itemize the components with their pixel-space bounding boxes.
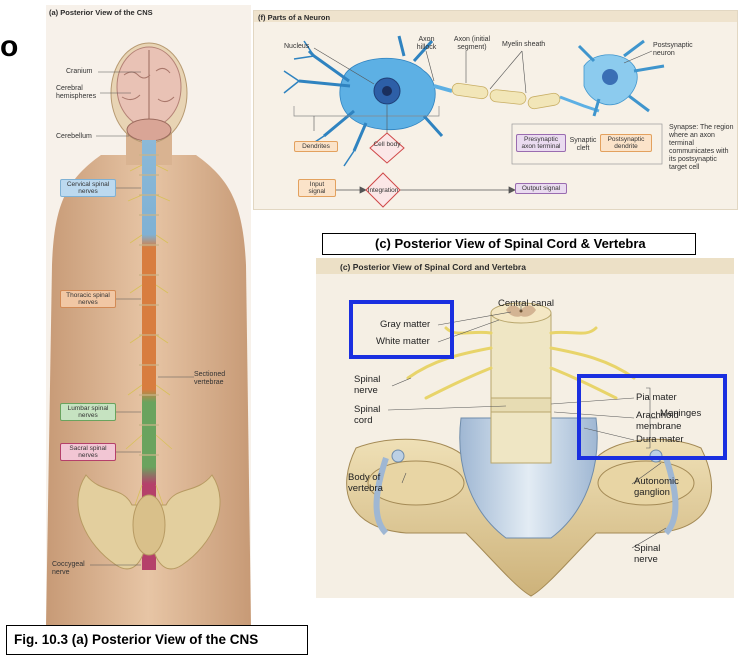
label-autonomic-ganglion: Autonomic ganglion	[634, 476, 679, 498]
label-cell-body: Cell body	[373, 141, 401, 148]
label-input-signal: Input signal	[298, 179, 336, 197]
label-synaptic-cleft: Synaptic cleft	[569, 137, 597, 152]
neuron-illustration	[283, 35, 665, 208]
label-presynaptic-terminal: Presynaptic axon terminal	[516, 134, 566, 152]
highlight-box-gray-white-matter	[349, 300, 454, 359]
panel-a-leaders	[90, 71, 194, 566]
body-illustration	[46, 42, 251, 627]
label-spinal-nerve-lower: Spinal nerve	[634, 543, 661, 565]
label-postsynaptic-dendrite: Postsynaptic dendrite	[600, 134, 652, 152]
panel-c: (c) Posterior View of Spinal Cord and Ve…	[316, 258, 734, 598]
label-dura-mater: Dura mater	[636, 434, 684, 445]
label-pia-mater: Pia mater	[636, 392, 677, 403]
label-spinal-nerve: Spinal nerve	[354, 374, 381, 396]
banner-spinal-cord: (c) Posterior View of Spinal Cord & Vert…	[322, 233, 696, 255]
label-postsynaptic-neuron: Postsynaptic neuron	[653, 42, 693, 57]
label-dendrites: Dendrites	[294, 141, 338, 152]
highlight-box-meninges	[577, 374, 727, 460]
label-cerebral-hemispheres: Cerebral hemispheres	[56, 85, 97, 100]
panel-f-title: (f) Parts of a Neuron	[258, 13, 331, 22]
spinal-cord-illustration	[346, 302, 712, 597]
label-synapse-description: Synapse: The region where an axon termin…	[669, 124, 734, 171]
label-coccygeal-nerve: Coccygeal nerve	[52, 561, 85, 576]
label-lumbar-nerves: Lumbar spinal nerves	[60, 403, 116, 421]
label-output-signal: Output signal	[515, 183, 567, 194]
label-integration: Integration	[367, 187, 399, 194]
panel-c-title: (c) Posterior View of Spinal Cord and Ve…	[340, 262, 526, 272]
label-axon-initial: Axon (initial segment)	[453, 36, 491, 51]
label-sacral-nerves: Sacral spinal nerves	[60, 443, 116, 461]
label-body-of-vertebra: Body of vertebra	[348, 472, 383, 494]
label-arachnoid-membrane: Arachnoid membrane	[636, 410, 682, 432]
figure-caption: Fig. 10.3 (a) Posterior View of the CNS	[6, 625, 308, 655]
label-gray-matter: Gray matter	[380, 319, 431, 330]
label-meninges: Meninges	[660, 408, 702, 419]
label-thoracic-nerves: Thoracic spinal nerves	[60, 290, 116, 308]
panel-a: (a) Posterior View of the CNS Cranium Ce…	[46, 5, 251, 627]
label-sectioned-vertebrae: Sectioned vertebrae	[194, 371, 226, 386]
panel-f-title-bar	[254, 11, 737, 22]
slide-letter: o	[0, 30, 19, 63]
panel-c-title-bar	[316, 258, 734, 274]
label-cervical-nerves: Cervical spinal nerves	[60, 179, 116, 197]
panel-a-title: (a) Posterior View of the CNS	[49, 8, 153, 17]
label-cerebellum: Cerebellum	[56, 133, 92, 140]
panel-f: (f) Parts of a Neuron	[253, 10, 738, 210]
label-central-canal: Central canal	[498, 298, 554, 309]
label-myelin-sheath: Myelin sheath	[502, 41, 546, 48]
label-cranium: Cranium	[66, 68, 93, 75]
label-white-matter: White matter	[376, 336, 430, 347]
label-spinal-cord: Spinal cord	[354, 404, 381, 426]
label-nucleus: Nucleus	[284, 43, 310, 50]
label-axon-hillock: Axon hillock	[416, 36, 437, 51]
